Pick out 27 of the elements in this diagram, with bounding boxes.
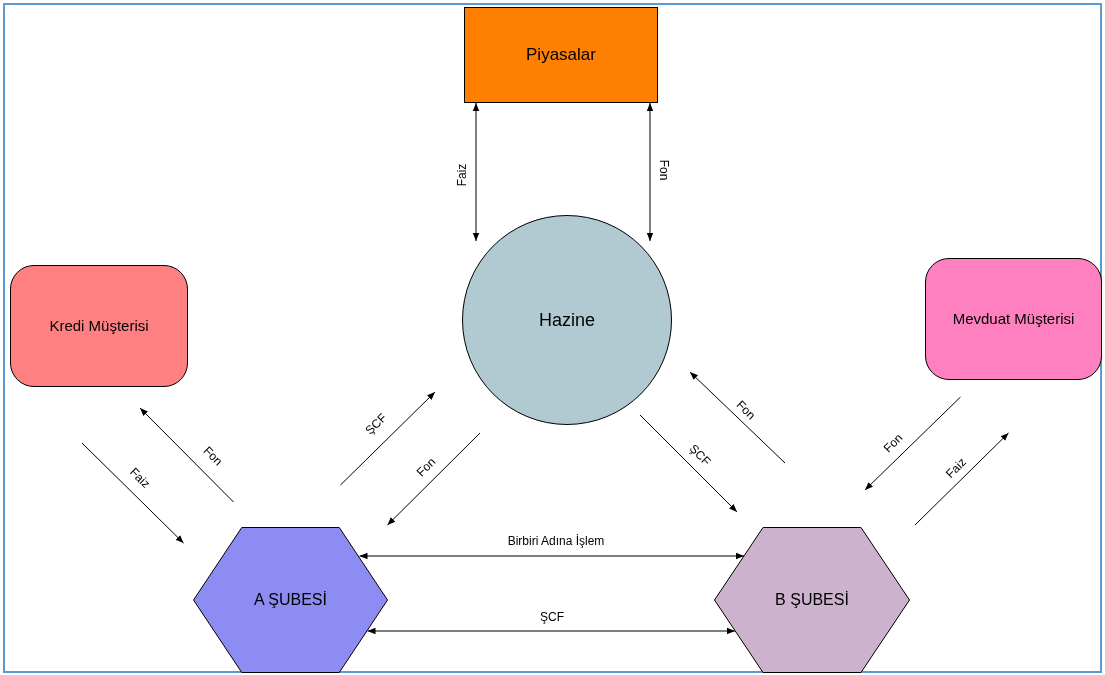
node-label: Kredi Müşterisi bbox=[48, 315, 150, 336]
node-label: A ŞUBESİ bbox=[253, 590, 328, 610]
hexagon-node bbox=[193, 527, 388, 673]
node-label: B ŞUBESİ bbox=[774, 590, 850, 610]
arrow bbox=[689, 371, 786, 464]
arrow bbox=[864, 396, 961, 491]
arrow bbox=[367, 627, 736, 635]
arrow bbox=[359, 552, 745, 560]
node-label: Hazine bbox=[538, 308, 596, 332]
arrow bbox=[340, 391, 436, 486]
edge-label: Birbiri Adına İşlem bbox=[505, 535, 607, 547]
arrow bbox=[914, 432, 1009, 526]
rounded-box bbox=[925, 258, 1102, 380]
arrow bbox=[472, 102, 480, 242]
node-label: Piyasalar bbox=[525, 44, 597, 67]
arrow bbox=[646, 102, 654, 242]
node-label: Mevduat Müşterisi bbox=[951, 308, 1076, 329]
edge-label: ŞCF bbox=[538, 611, 566, 623]
edge-label: Fon bbox=[658, 157, 670, 183]
hexagon-node bbox=[714, 527, 910, 673]
arrow bbox=[387, 432, 481, 526]
arrow bbox=[81, 442, 184, 544]
arrow bbox=[639, 414, 738, 513]
rounded-box bbox=[10, 265, 188, 387]
process-box bbox=[464, 7, 658, 103]
edge-label: Faiz bbox=[456, 161, 468, 189]
arrow bbox=[139, 407, 234, 503]
